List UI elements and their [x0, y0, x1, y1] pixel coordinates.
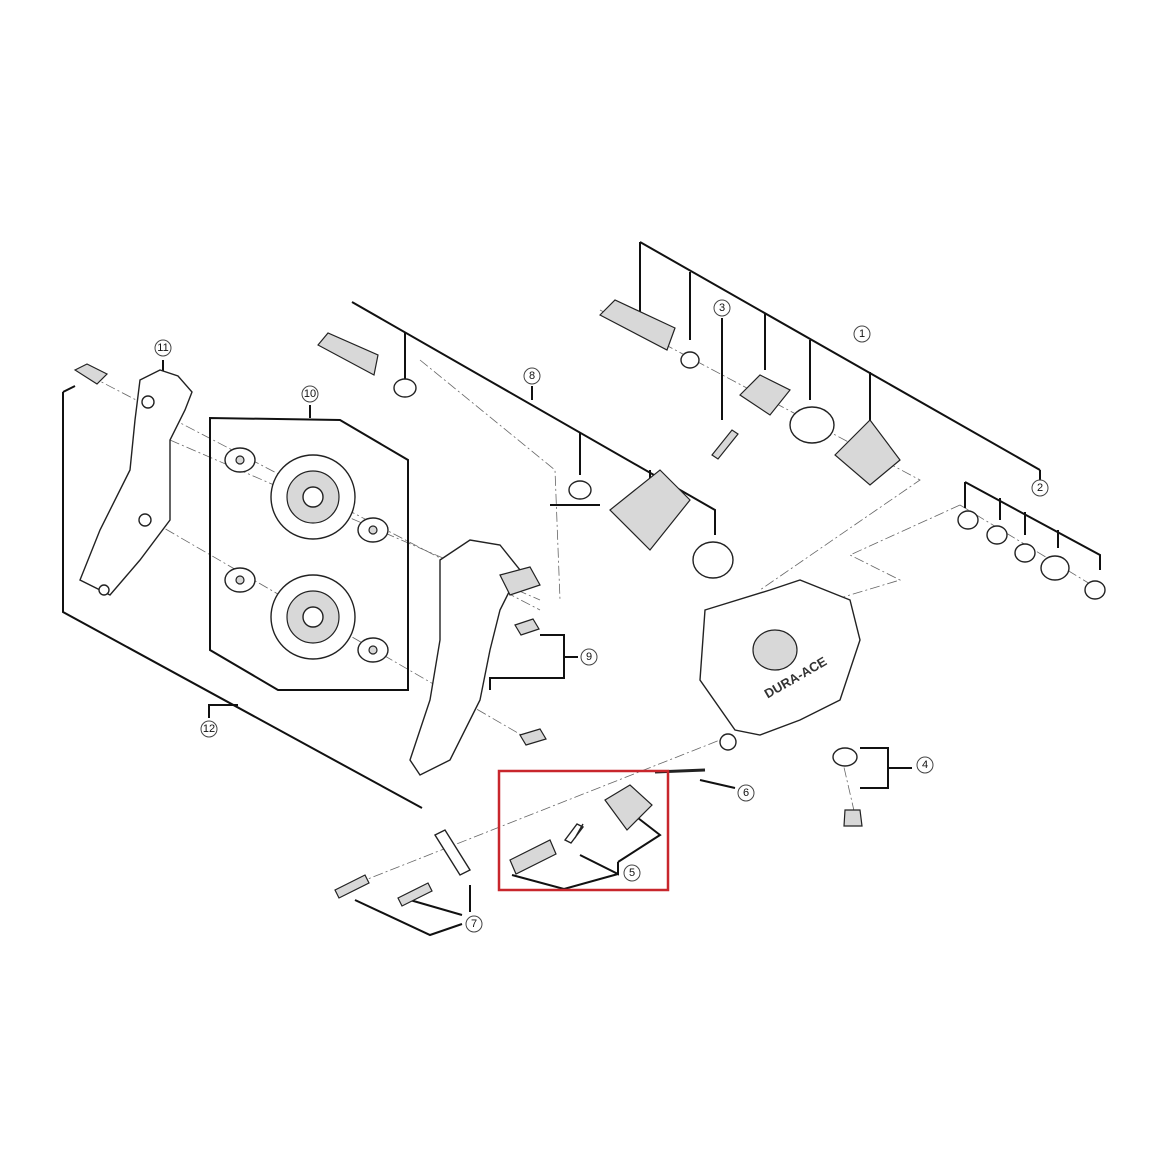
svg-text:4: 4 — [922, 759, 928, 771]
svg-text:3: 3 — [719, 302, 725, 314]
adjuster-cap — [604, 784, 653, 831]
pulley-upper — [270, 454, 356, 540]
svg-text:11: 11 — [157, 342, 168, 354]
parts: DURA-ACE — [73, 299, 1106, 907]
callout-9[interactable]: 9 — [580, 648, 598, 666]
cage-spring — [609, 469, 691, 551]
callout-6[interactable]: 6 — [737, 784, 755, 802]
callout-2[interactable]: 2 — [1031, 479, 1049, 497]
svg-text:6: 6 — [743, 787, 749, 799]
callouts: 1 2 3 4 5 6 7 8 9 10 11 12 — [154, 299, 1049, 933]
svg-text:7: 7 — [471, 918, 477, 930]
svg-text:8: 8 — [529, 370, 535, 382]
outer-plate — [409, 539, 521, 776]
plate-bolt — [73, 363, 109, 385]
svg-text:1: 1 — [859, 328, 865, 340]
callout-1[interactable]: 1 — [853, 325, 871, 343]
svg-text:5: 5 — [629, 867, 635, 879]
callout-5[interactable]: 5 — [623, 864, 641, 882]
b-axle — [598, 299, 676, 351]
svg-text:2: 2 — [1037, 482, 1043, 494]
leader-lines — [62, 241, 1101, 937]
svg-text:10: 10 — [304, 388, 316, 400]
svg-text:9: 9 — [586, 651, 592, 663]
callout-11[interactable]: 11 — [154, 339, 172, 357]
callout-3[interactable]: 3 — [713, 299, 731, 317]
highlight-box-part-5 — [497, 769, 670, 892]
callout-8[interactable]: 8 — [523, 367, 541, 385]
assembly-axis-lines — [89, 309, 1101, 891]
b-spring — [834, 419, 901, 486]
adjust-bolt — [509, 839, 557, 875]
callout-4[interactable]: 4 — [916, 756, 934, 774]
callout-7[interactable]: 7 — [465, 915, 483, 933]
fixing-bolt — [334, 874, 370, 899]
svg-text:12: 12 — [203, 723, 215, 735]
cage-axle — [317, 332, 379, 376]
callout-12[interactable]: 12 — [200, 720, 218, 738]
callout-10[interactable]: 10 — [301, 385, 319, 403]
cable-fixing-plate — [433, 829, 472, 876]
stop-screw — [711, 429, 739, 460]
inner-plate — [79, 369, 193, 596]
pulley-lower — [270, 574, 356, 660]
